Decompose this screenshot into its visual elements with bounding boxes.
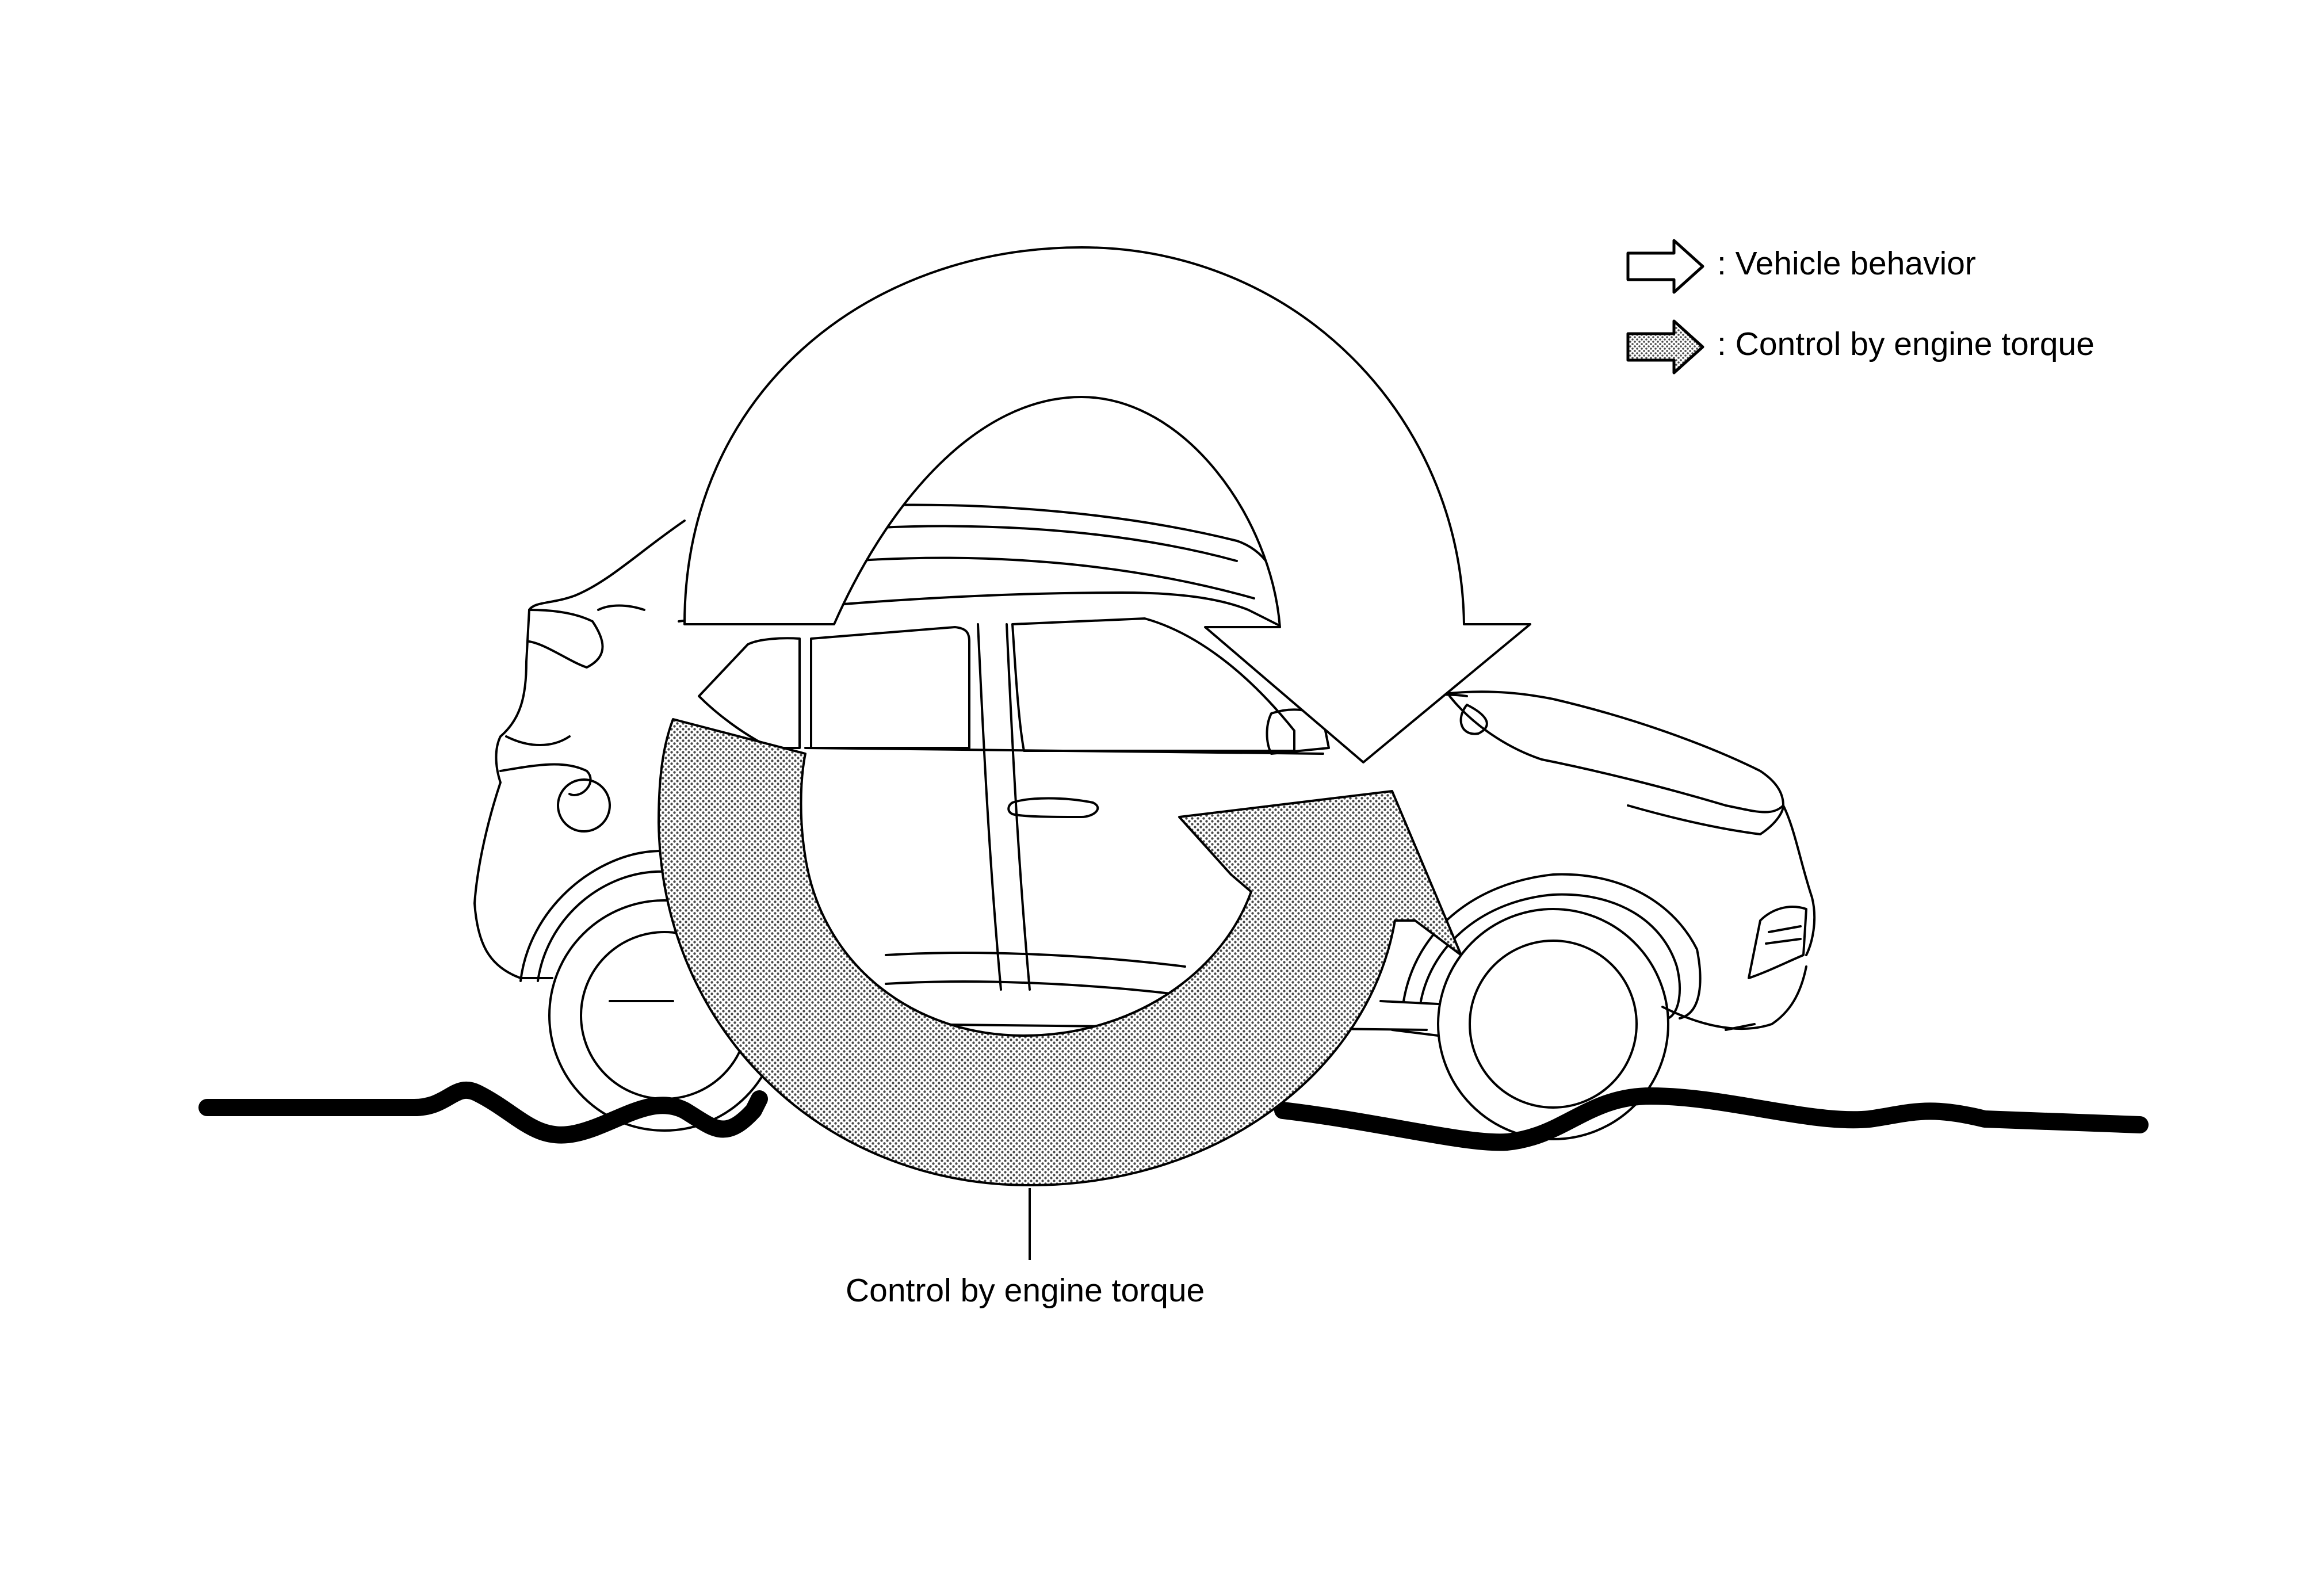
legend <box>1626 239 1704 375</box>
legend-outline-arrow-icon <box>1626 239 1704 294</box>
control-by-engine-torque-arrow-icon <box>658 718 1462 1186</box>
legend-label-vehicle-behavior: : Vehicle behavior <box>1717 245 1976 282</box>
vehicle-behavior-arrow-icon <box>683 246 1531 763</box>
front-wheel <box>1437 908 1669 1140</box>
legend-label-control-by-engine-torque: : Control by engine torque <box>1717 326 2094 362</box>
road-surface <box>198 1081 2149 1151</box>
legend-dotted-arrow-icon <box>1626 319 1704 375</box>
callout-label-control-by-engine-torque: Control by engine torque <box>846 1272 1205 1309</box>
